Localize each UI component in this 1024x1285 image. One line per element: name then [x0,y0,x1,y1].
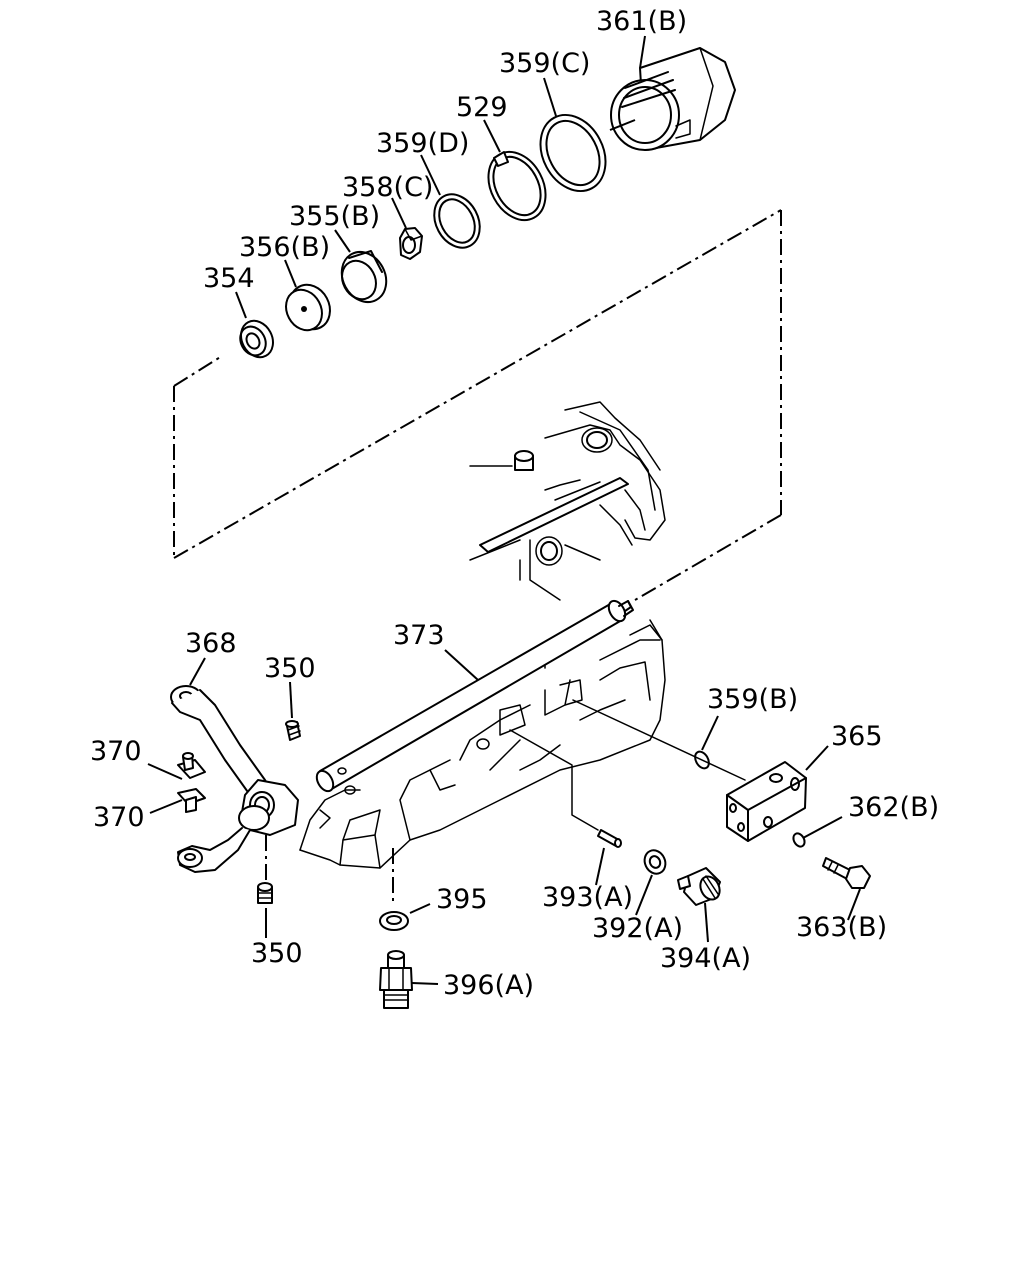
label-355b: 355(B) [289,201,380,232]
part-396a-sensor [379,950,413,1009]
label-359d: 359(D) [376,128,469,159]
part-361b-piston [609,47,736,151]
part-370-block-bottom [177,788,206,813]
part-359d-ring [433,193,481,249]
part-392a-washer [643,849,667,875]
part-356b-washer [285,283,331,332]
part-529-snap-ring [487,150,547,222]
label-354: 354 [203,263,255,294]
assembly-axis-lines [265,699,746,905]
housing-lower-body [299,619,666,869]
label-363b: 363(B) [796,912,887,943]
part-350-set-screw-top [285,720,301,741]
part-370-block-top [177,752,206,779]
label-350-bottom: 350 [251,938,303,969]
label-529: 529 [456,92,508,123]
label-359b: 359(B) [707,684,798,715]
label-394a: 394(A) [660,943,751,974]
label-370-bottom: 370 [93,802,145,833]
label-362b: 362(B) [848,792,939,823]
part-358c-nut [399,227,423,260]
part-354-bushing [239,319,274,359]
label-370-top: 370 [90,736,142,767]
label-395: 395 [436,884,488,915]
label-350-top: 350 [264,653,316,684]
part-363b-bolt [822,857,871,889]
part-355b-cup [340,250,388,303]
label-368: 368 [185,628,237,659]
label-373: 373 [393,620,445,651]
label-359c: 359(C) [499,48,590,79]
label-365: 365 [831,721,883,752]
label-361b: 361(B) [596,6,687,37]
leader-lines [147,35,861,985]
part-362b-washer [792,832,806,848]
part-395-washer [379,911,409,931]
part-labels: 361(B) 359(C) 529 359(D) 358(C) 355(B) 3… [90,6,939,1001]
part-350-set-screw-bottom [257,882,273,904]
label-393a: 393(A) [542,882,633,913]
part-359b-oring [694,750,710,770]
part-368-shift-fork [170,685,299,873]
housing-upper-detail [469,401,666,601]
label-356b: 356(B) [239,232,330,263]
part-359c-ring [539,113,607,193]
exploded-view-boundary [173,209,782,601]
part-393a-pin [597,829,622,848]
part-394a-switch [677,867,721,906]
part-373-shift-rod [315,599,634,793]
label-396a: 396(A) [443,970,534,1001]
label-392a: 392(A) [592,913,683,944]
part-365-block [726,761,807,842]
label-358c: 358(C) [342,172,433,203]
